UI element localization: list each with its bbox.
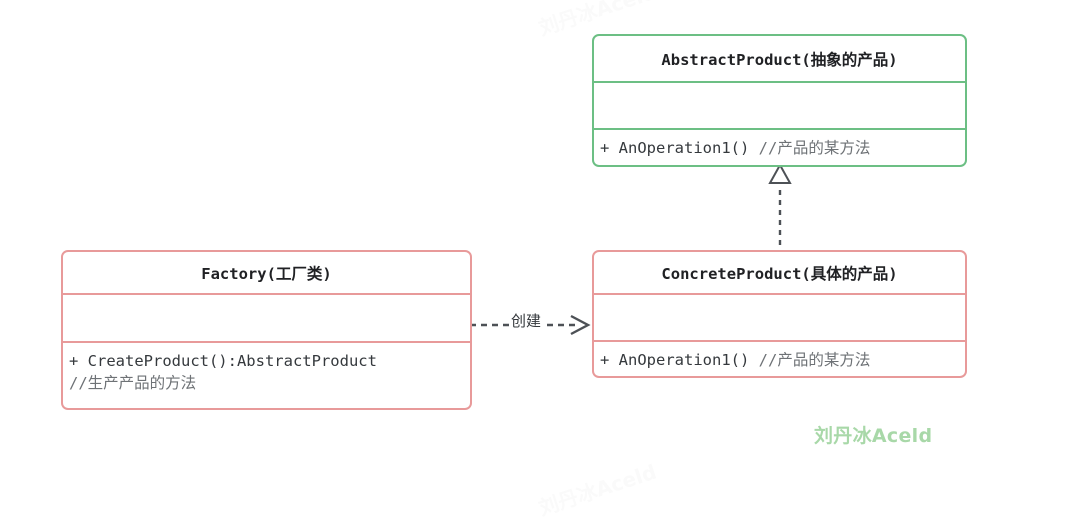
compartment-divider xyxy=(63,341,470,343)
methods-compartment-concrete-product: + AnOperation1() //产品的某方法 xyxy=(594,342,965,371)
method-row: + AnOperation1() //产品的某方法 xyxy=(600,137,965,159)
method-comment: //产品的某方法 xyxy=(758,351,871,369)
hollow-triangle-arrowhead xyxy=(768,163,792,184)
methods-compartment-factory: + CreateProduct():AbstractProduct //生产产品… xyxy=(63,343,470,394)
attributes-compartment-abstract-product xyxy=(594,83,965,128)
method-signature: + AnOperation1() xyxy=(600,351,750,369)
methods-compartment-abstract-product: + AnOperation1() //产品的某方法 xyxy=(594,130,965,159)
compartment-divider xyxy=(594,128,965,130)
class-box-concrete-product[interactable]: ConcreteProduct(具体的产品) + AnOperation1() … xyxy=(592,250,967,378)
compartment-divider xyxy=(594,81,965,83)
method-row: + CreateProduct():AbstractProduct xyxy=(69,352,377,370)
compartment-divider xyxy=(594,293,965,295)
relation-label-create: 创建 xyxy=(509,311,544,331)
class-name-factory: Factory(工厂类) xyxy=(201,264,332,283)
attributes-compartment-concrete-product xyxy=(594,295,965,340)
author-watermark: 刘丹冰Aceld xyxy=(814,425,933,447)
compartment-divider xyxy=(63,293,470,295)
background-watermark-bottom: 刘丹冰Aceld xyxy=(535,459,660,521)
realization-connector-concrete-to-abstract xyxy=(768,163,792,255)
class-name-concrete-product: ConcreteProduct(具体的产品) xyxy=(661,264,898,283)
method-signature: + AnOperation1() xyxy=(600,139,750,157)
compartment-divider xyxy=(594,340,965,342)
class-box-factory[interactable]: Factory(工厂类) + CreateProduct():AbstractP… xyxy=(61,250,472,410)
open-arrowhead xyxy=(570,314,591,336)
class-box-abstract-product[interactable]: AbstractProduct(抽象的产品) + AnOperation1() … xyxy=(592,34,967,167)
method-comment: //生产产品的方法 xyxy=(69,374,197,392)
method-row: + AnOperation1() //产品的某方法 xyxy=(600,349,965,371)
method-comment: //产品的某方法 xyxy=(758,139,871,157)
attributes-compartment-factory xyxy=(63,295,470,341)
class-name-abstract-product: AbstractProduct(抽象的产品) xyxy=(661,50,898,69)
